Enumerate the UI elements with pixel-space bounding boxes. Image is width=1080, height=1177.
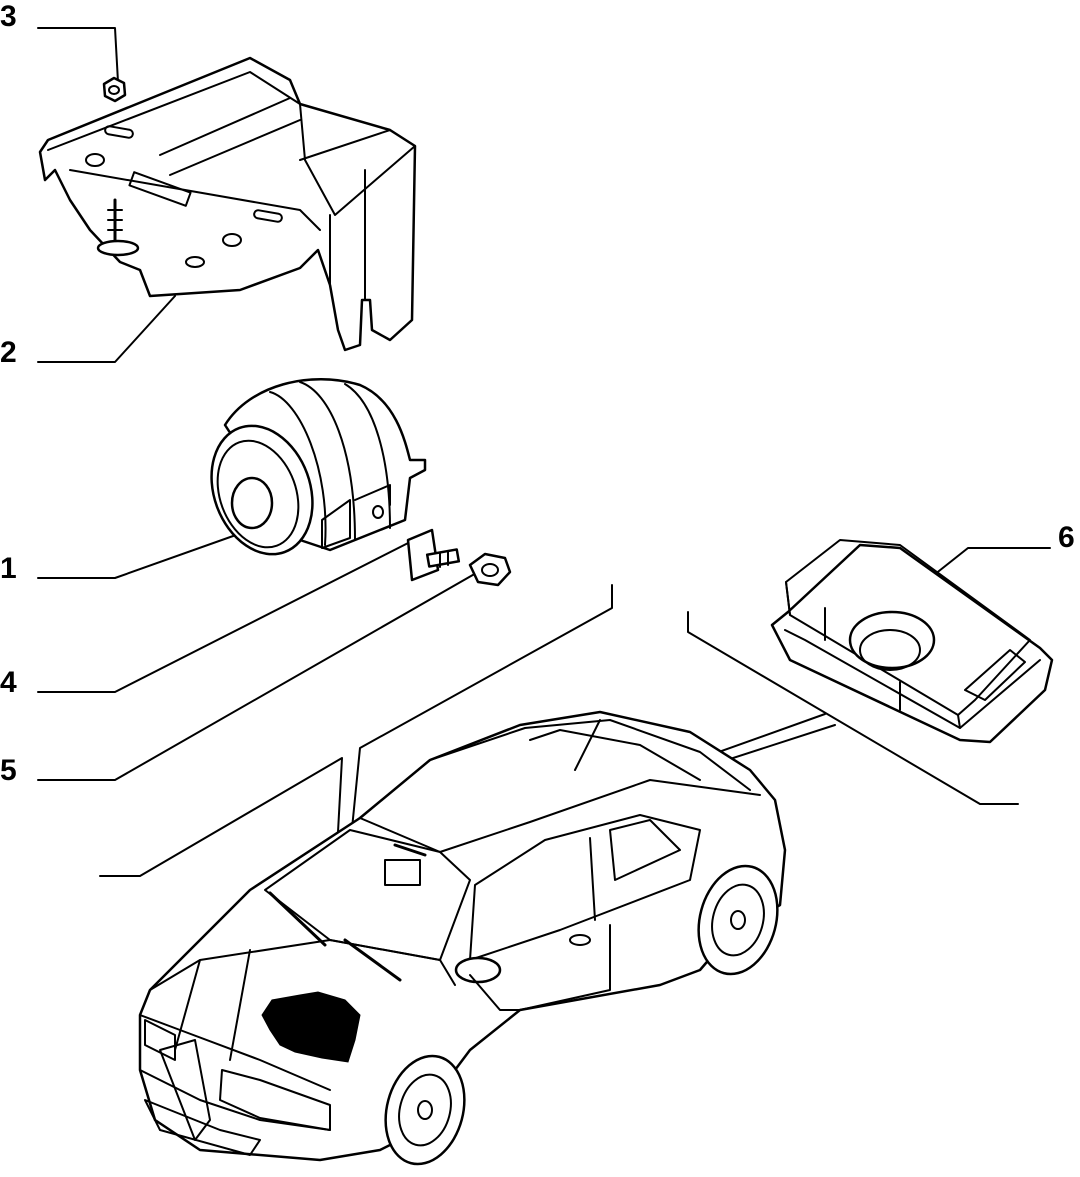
bolt-part-4: [406, 528, 461, 582]
leader-line-2: [37, 295, 176, 363]
callout-number-2: 2: [0, 336, 17, 369]
leader-line-5: [37, 571, 479, 781]
bracket-part-2: [38, 56, 417, 352]
vehicle-outline: [138, 710, 787, 1166]
callout-number-3: 3: [0, 0, 17, 33]
callout-number-6: 6: [1058, 521, 1075, 554]
leader-line-1: [37, 529, 251, 579]
nut-part-5: [468, 552, 512, 587]
nut-part-3: [102, 76, 127, 103]
cover-part-6: [770, 539, 1054, 744]
callout-number-4: 4: [0, 666, 17, 699]
leader-line-4: [37, 537, 419, 693]
leader-bracket-right: [687, 611, 1019, 805]
callout-number-5: 5: [0, 754, 17, 787]
callout-number-1: 1: [0, 552, 17, 585]
component-location-highlight: [261, 991, 361, 1063]
mount-part-1: [210, 378, 427, 556]
leader-line-3: [37, 27, 119, 83]
